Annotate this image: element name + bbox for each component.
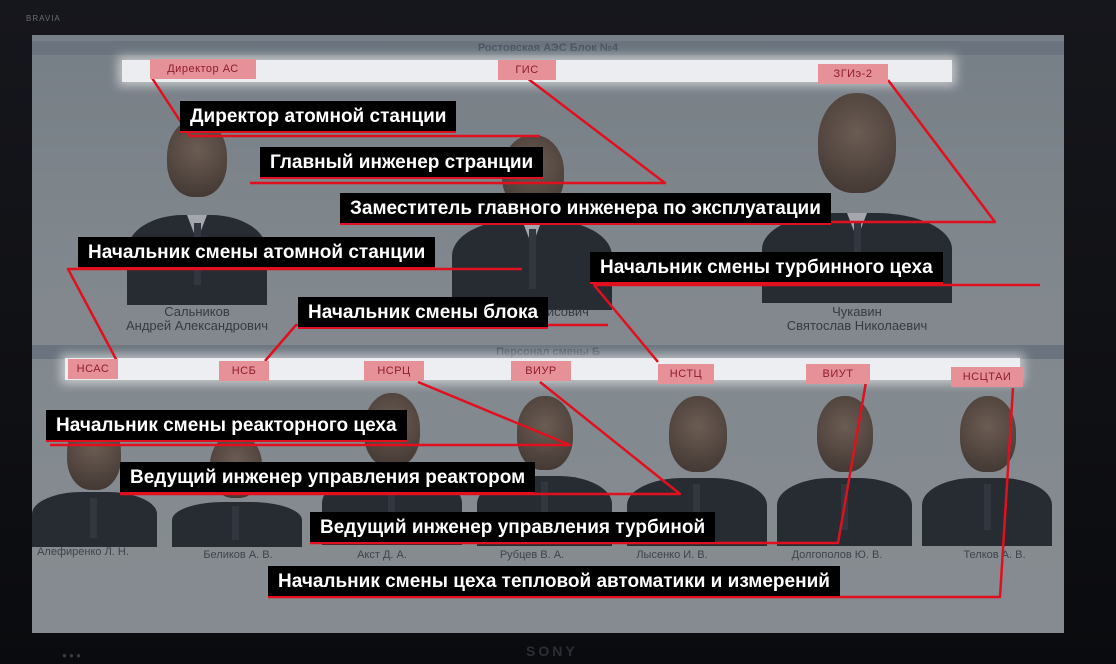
label-chief-engineer: Главный инженер странции — [260, 147, 544, 179]
person-photo-6 — [777, 390, 912, 546]
tag-nsctai: НСЦТАИ — [951, 367, 1023, 387]
line-nsb — [264, 323, 608, 362]
tag-nstc: НСТЦ — [658, 364, 714, 384]
line-nsrc — [50, 380, 572, 447]
person-name-4: Рубцев В. А. — [499, 549, 565, 561]
label-viut: Ведущий инженер управления турбиной — [310, 512, 716, 544]
tag-director-as: Директор АС — [150, 59, 256, 79]
person-name-3: Акст Д. А. — [357, 549, 407, 561]
person-name-1: Алефиренко Л. Н. — [37, 546, 129, 558]
line-nsas — [66, 267, 522, 362]
tag-gis: ГИС — [498, 60, 556, 80]
tv-brand: BRAVIA — [26, 14, 61, 23]
section-title: Персонал смены Б — [32, 345, 1064, 359]
person-name-deputy-chief: Чукавин Святослав Николаевич — [786, 304, 928, 333]
label-nsas: Начальник смены атомной станции — [78, 237, 436, 269]
person-name-5: Лысенко И. В. — [636, 549, 708, 561]
tv-indicator-dots: ● ● ● — [62, 651, 81, 660]
tag-viut: ВИУТ — [806, 364, 870, 384]
label-director: Директор атомной станции — [180, 101, 457, 133]
tag-nsas: НСАС — [68, 359, 118, 379]
line-director — [150, 77, 540, 138]
label-nstc: Начальник смены турбинного цеха — [590, 252, 943, 284]
person-photo-7 — [922, 390, 1052, 546]
tag-nsb: НСБ — [219, 361, 269, 381]
tv-maker-logo: SONY — [526, 643, 578, 659]
line-chief-engineer — [250, 77, 667, 185]
label-deputy-chief: Заместитель главного инженера по эксплуа… — [340, 193, 831, 225]
label-viur: Ведущий инженер управления реактором — [120, 462, 536, 494]
person-name-2: Беликов А. В. — [203, 549, 273, 561]
tag-nsrc: НСРЦ — [364, 361, 424, 381]
tag-zgie-2: ЗГИэ-2 — [818, 64, 888, 84]
tag-viur: ВИУР — [511, 361, 571, 381]
label-nsrc: Начальник смены реакторного цеха — [46, 410, 407, 442]
label-nsctai: Начальник смены цеха тепловой автоматики… — [268, 566, 840, 598]
screen-title: Ростовская АЭС Блок №4 — [32, 41, 1064, 55]
person-name-director: Сальников Андрей Александрович — [126, 304, 268, 333]
label-nsb: Начальник смены блока — [298, 297, 549, 329]
person-photo-deputy-chief — [762, 85, 952, 303]
person-name-6: Долгополов Ю. В. — [791, 549, 883, 561]
person-name-7: Телков А. В. — [963, 549, 1026, 561]
line-nstc — [592, 283, 1040, 363]
line-viur — [120, 381, 682, 496]
